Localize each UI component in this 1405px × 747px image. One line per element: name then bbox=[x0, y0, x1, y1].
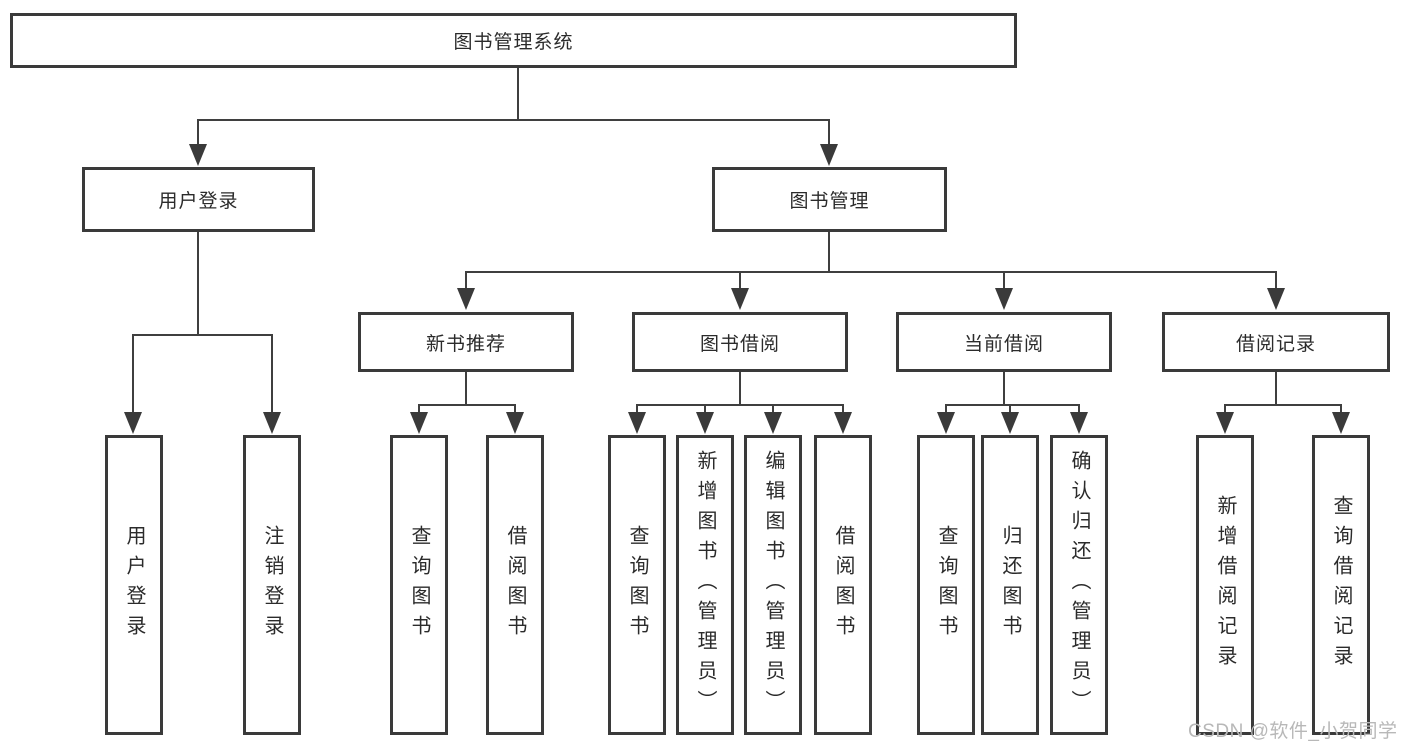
node-borrow-records: 借阅记录 bbox=[1162, 312, 1390, 372]
node-user-login: 用户登录 bbox=[82, 167, 315, 232]
arrowhead-icons bbox=[124, 144, 1350, 434]
leaf-query-books-current: 查询图书 bbox=[917, 435, 975, 735]
leaf-query-books-borrow: 查询图书 bbox=[608, 435, 666, 735]
node-current-borrow: 当前借阅 bbox=[896, 312, 1112, 372]
leaf-add-borrow-record: 新增借阅记录 bbox=[1196, 435, 1254, 735]
leaf-confirm-return-admin: 确认归还（管理员） bbox=[1050, 435, 1108, 735]
node-book-borrow: 图书借阅 bbox=[632, 312, 848, 372]
leaf-return-books: 归还图书 bbox=[981, 435, 1039, 735]
leaf-query-borrow-record: 查询借阅记录 bbox=[1312, 435, 1370, 735]
leaf-borrow-books: 借阅图书 bbox=[814, 435, 872, 735]
leaf-edit-books-admin: 编辑图书（管理员） bbox=[744, 435, 802, 735]
node-new-book-recommend: 新书推荐 bbox=[358, 312, 574, 372]
leaf-logout: 注销登录 bbox=[243, 435, 301, 735]
leaf-borrow-books-recommend: 借阅图书 bbox=[486, 435, 544, 735]
csdn-watermark: CSDN @软件_小贺同学 bbox=[1188, 721, 1398, 742]
node-book-management: 图书管理 bbox=[712, 167, 947, 232]
node-root-system: 图书管理系统 bbox=[10, 13, 1017, 68]
leaf-add-books-admin: 新增图书（管理员） bbox=[676, 435, 734, 735]
leaf-user-login: 用户登录 bbox=[105, 435, 163, 735]
leaf-query-books-recommend: 查询图书 bbox=[390, 435, 448, 735]
